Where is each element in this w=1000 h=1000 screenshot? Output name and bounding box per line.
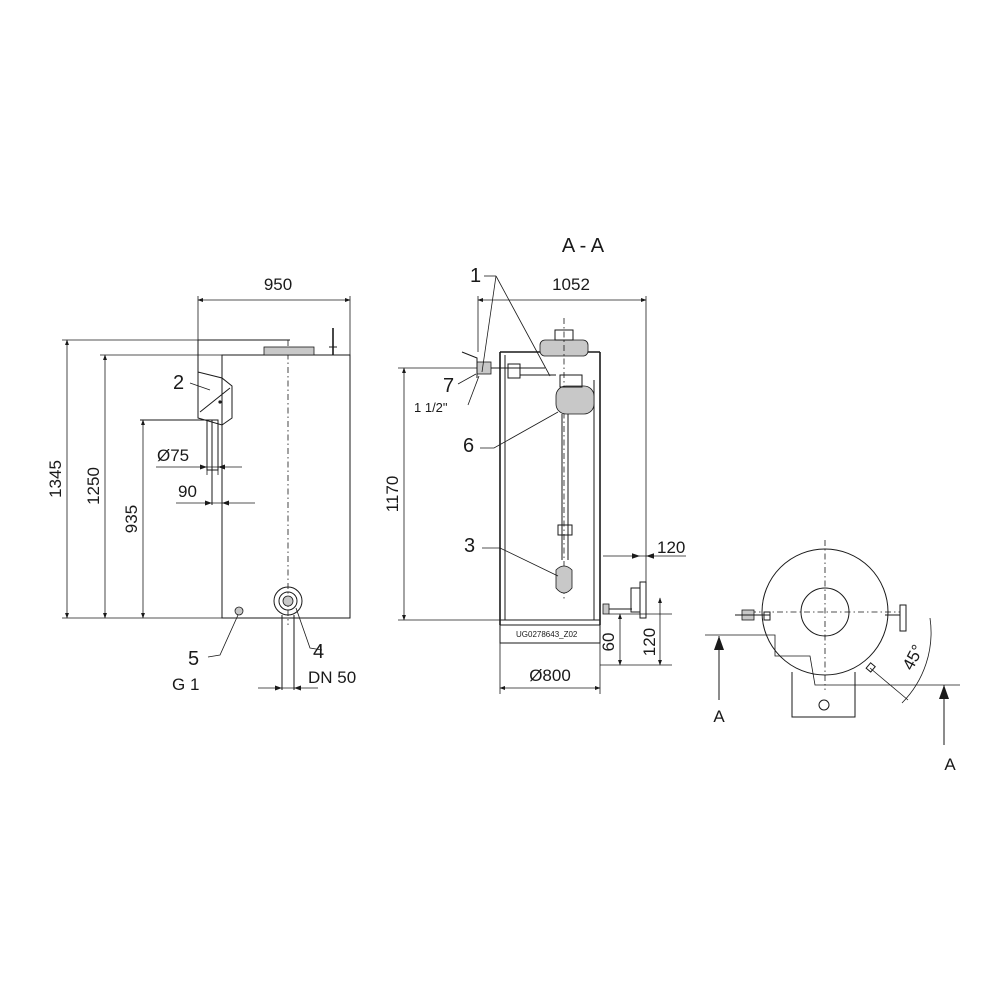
plate-text: UG0278643_Z02 bbox=[516, 630, 578, 639]
drain-valve bbox=[234, 606, 244, 616]
callout-6: 6 bbox=[463, 435, 474, 457]
callout-7: 7 bbox=[443, 375, 454, 397]
callout-2: 2 bbox=[173, 372, 184, 394]
callout-7-spec: 1 1/2" bbox=[414, 400, 448, 415]
dim-diameter: Ø800 bbox=[529, 666, 571, 685]
fitting-1-5 bbox=[476, 361, 492, 375]
callout-3: 3 bbox=[464, 535, 475, 557]
section-title: A - A bbox=[562, 235, 605, 257]
outlet-flange bbox=[273, 586, 303, 616]
dim-outlet-offset: 120 bbox=[657, 538, 685, 557]
dim-height-total: 1345 bbox=[46, 460, 65, 498]
callout-5: 5 bbox=[188, 648, 199, 670]
base-plate-plan bbox=[791, 672, 856, 718]
callout-1: 1 bbox=[470, 265, 481, 287]
tank-base bbox=[499, 624, 601, 644]
callout-4: 4 bbox=[313, 641, 324, 663]
dim-width-front: 950 bbox=[264, 275, 292, 294]
dim-width-section: 1052 bbox=[552, 275, 590, 294]
lower-float bbox=[555, 565, 573, 594]
dim-base-60: 60 bbox=[599, 633, 618, 652]
front-view: 950 1345 1250 935 Ø75 90 2 4 bbox=[46, 275, 356, 694]
inlet-box bbox=[197, 371, 233, 426]
section-mark-left: A bbox=[713, 707, 725, 726]
angle-45: 45° bbox=[899, 642, 928, 674]
dim-base-120: 120 bbox=[640, 628, 659, 656]
dim-height-inlet: 935 bbox=[122, 505, 141, 533]
callout-5-spec: G 1 bbox=[172, 675, 199, 694]
lid-plate bbox=[263, 346, 315, 356]
dim-inlet-offset: 90 bbox=[178, 482, 197, 501]
dim-height-body: 1250 bbox=[84, 467, 103, 505]
section-mark-right: A bbox=[944, 755, 956, 774]
section-view: A - A UG0278643_Z02 bbox=[383, 235, 686, 694]
plan-view: A A 45° bbox=[705, 540, 960, 774]
float-switch bbox=[555, 385, 595, 415]
outlet-flange-side bbox=[630, 587, 641, 613]
callout-4-spec: DN 50 bbox=[308, 668, 356, 687]
dim-inlet-diameter: Ø75 bbox=[157, 446, 189, 465]
dim-height-section: 1170 bbox=[383, 476, 402, 513]
tank-body-front bbox=[221, 354, 351, 619]
